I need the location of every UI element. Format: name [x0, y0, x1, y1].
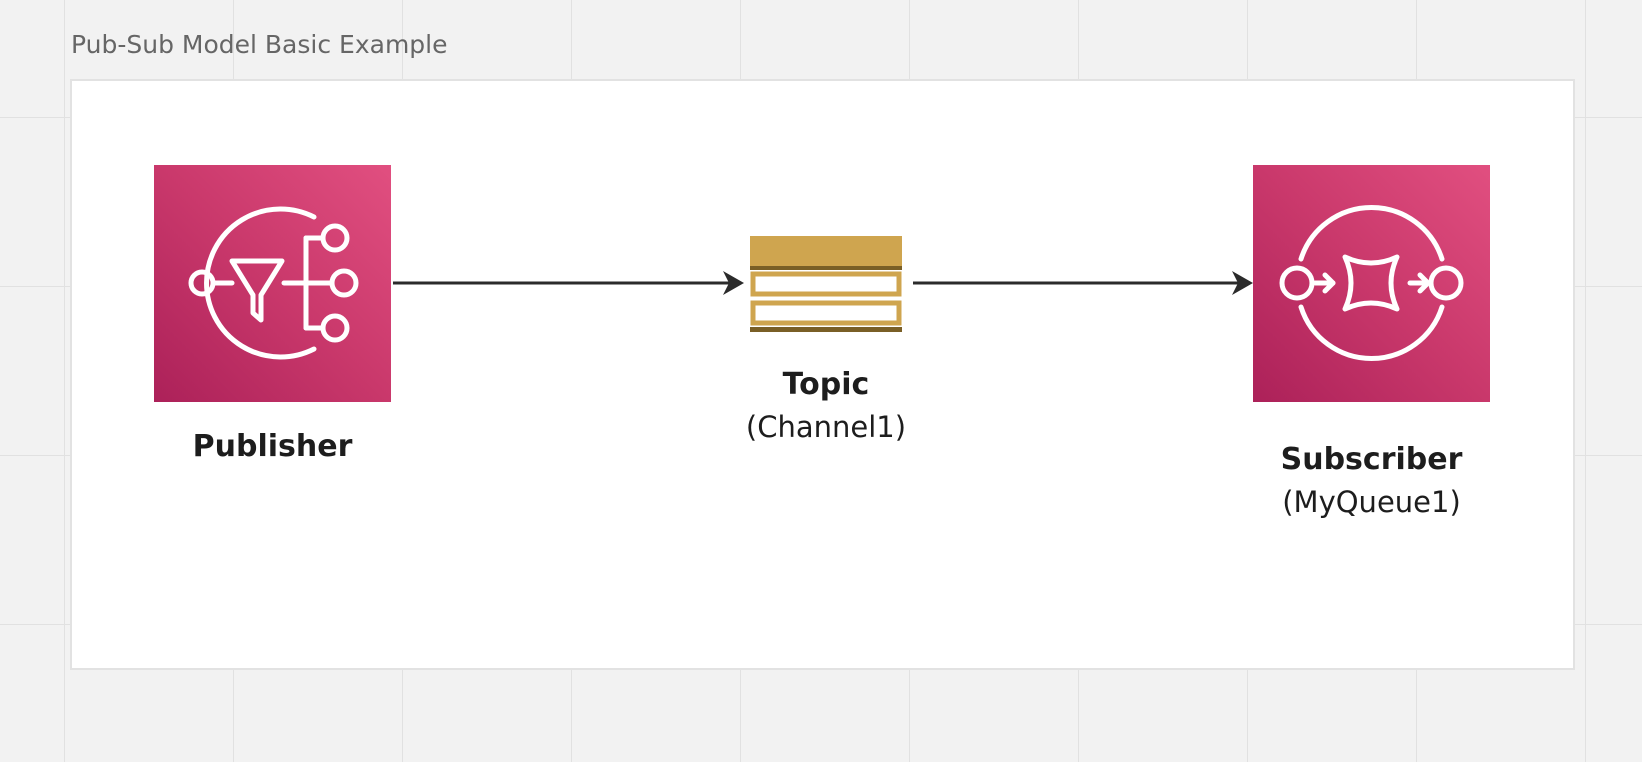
- topic-sublabel: (Channel1): [745, 410, 907, 444]
- sns-topic-icon: [188, 206, 359, 360]
- queue-stack-icon[interactable]: [750, 236, 902, 332]
- publisher-node[interactable]: [154, 165, 391, 402]
- topic-label: Topic: [782, 367, 870, 402]
- subscriber-label: Subscriber: [1280, 442, 1463, 477]
- frame-title: Pub-Sub Model Basic Example: [71, 30, 448, 59]
- subscriber-sublabel: (MyQueue1): [1282, 485, 1461, 519]
- publisher-label: Publisher: [192, 429, 353, 464]
- subscriber-node[interactable]: [1253, 165, 1490, 402]
- sqs-queue-icon: [1279, 205, 1464, 361]
